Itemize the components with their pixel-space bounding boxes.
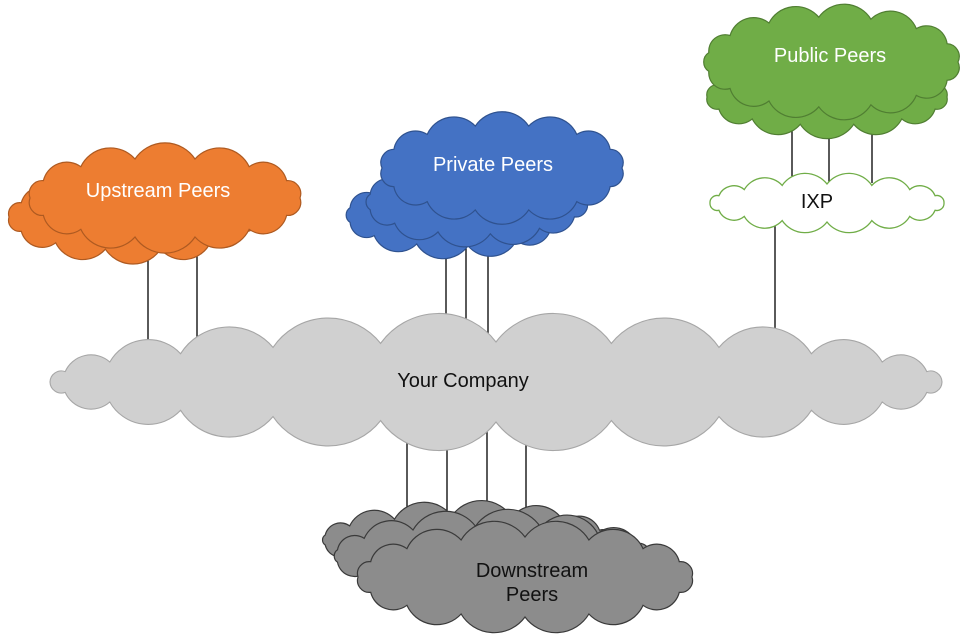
private-cloud-front — [380, 111, 624, 225]
downstream-label-line-1: Downstream — [475, 560, 589, 582]
your-company-cloud — [49, 312, 943, 452]
private-peers-label: Private Peers — [432, 154, 554, 176]
public-peers-label: Public Peers — [773, 45, 887, 67]
downstream-cloud-front — [356, 520, 694, 634]
upstream-peers-label: Upstream Peers — [85, 180, 231, 202]
downstream-peers-label: Downstream Peers — [432, 559, 632, 607]
public-cloud-front — [703, 3, 960, 121]
clouds — [7, 3, 960, 634]
ixp-label: IXP — [800, 191, 834, 213]
ixp-cloud — [709, 172, 945, 234]
downstream-label-line-2: Peers — [505, 584, 559, 606]
your-company-label: Your Company — [397, 370, 529, 392]
upstream-cloud-front — [28, 142, 302, 254]
